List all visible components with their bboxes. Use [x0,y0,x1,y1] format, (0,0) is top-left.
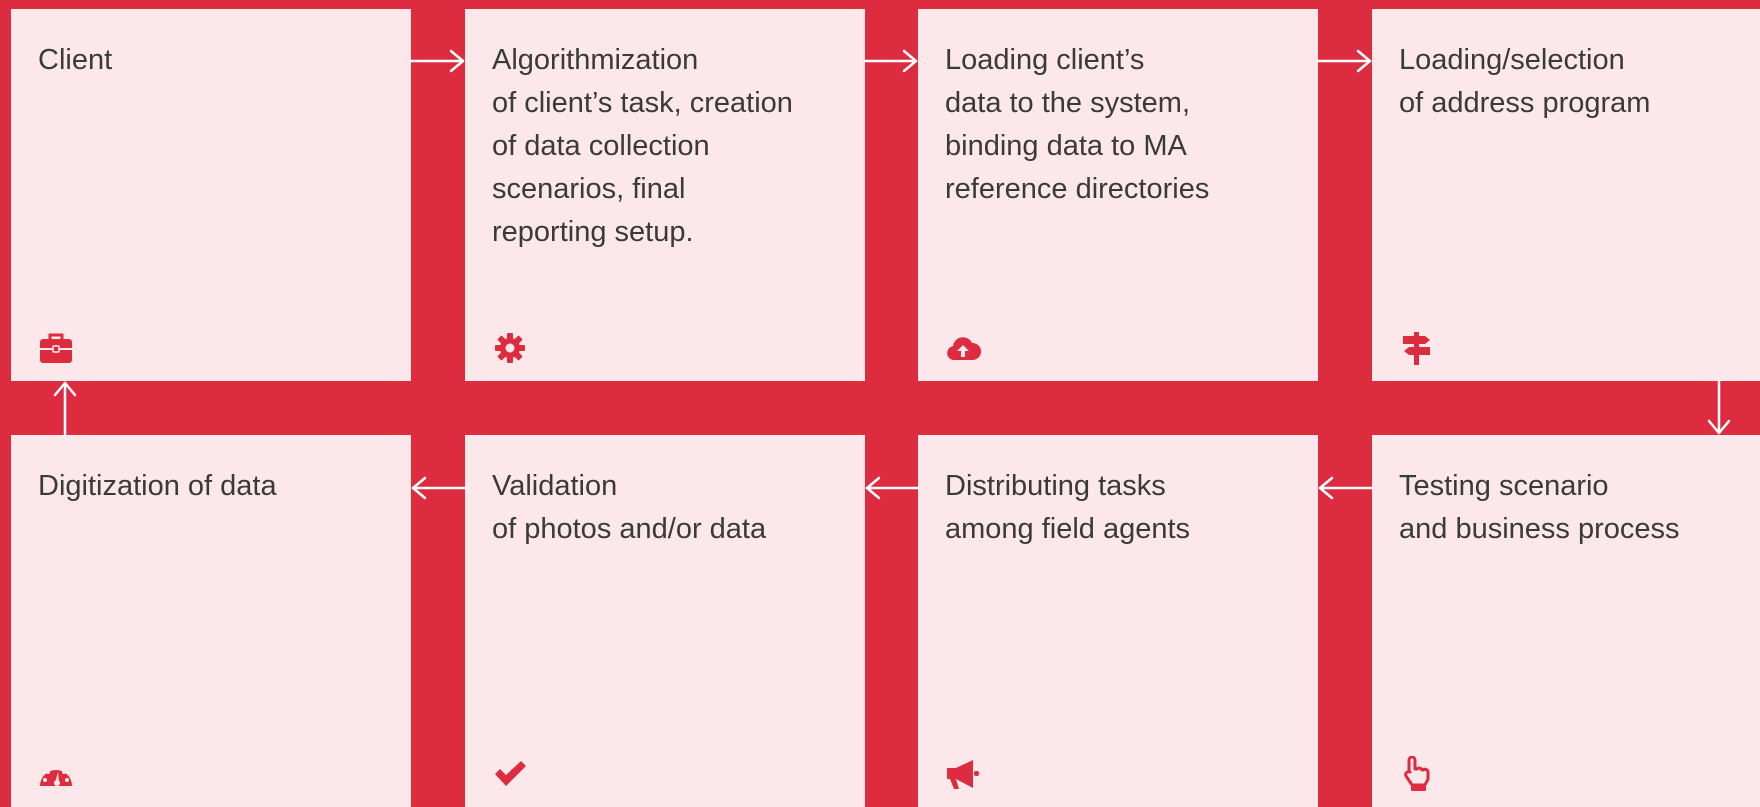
arrow-up-8-1 [53,381,77,437]
briefcase-icon [38,330,74,366]
step-card-client: Client [11,9,411,381]
step-card-loading-data: Loading client’s data to the system, bin… [918,9,1318,381]
arrow-right-3-4 [1316,49,1372,73]
step-title: Distributing tasks among field agents [945,470,1191,545]
dashboard-icon [38,756,74,792]
arrow-down-4-5 [1707,379,1731,435]
step-card-algorithmization: Algorithmization of client’s task, creat… [465,9,865,381]
step-title: Digitization of data [38,470,277,502]
step-title: Validation of photos and/or data [492,470,767,545]
megaphone-icon [945,756,981,792]
step-title: Testing scenario and business process [1399,470,1680,545]
checkmark-icon [492,756,528,792]
arrow-right-2-3 [863,49,918,73]
step-card-address-program: Loading/selection of address program [1372,9,1760,381]
step-title: Client [38,44,113,76]
cloud-upload-icon [945,330,981,366]
arrow-left-5-6 [1318,476,1374,500]
step-card-validation: Validation of photos and/or data [465,435,865,807]
gear-icon [492,330,528,366]
arrow-left-7-8 [411,476,467,500]
step-title: Algorithmization of client’s task, creat… [492,44,793,248]
arrow-left-6-7 [865,476,920,500]
step-card-digitization: Digitization of data [11,435,411,807]
hand-pointer-icon [1399,756,1435,792]
step-card-distributing-tasks: Distributing tasks among field agents [918,435,1318,807]
step-card-testing-scenario: Testing scenario and business process [1372,435,1760,807]
step-title: Loading client’s data to the system, bin… [945,44,1210,205]
step-title: Loading/selection of address program [1399,44,1651,119]
signpost-icon [1399,330,1435,366]
arrow-right-1-2 [409,49,465,73]
